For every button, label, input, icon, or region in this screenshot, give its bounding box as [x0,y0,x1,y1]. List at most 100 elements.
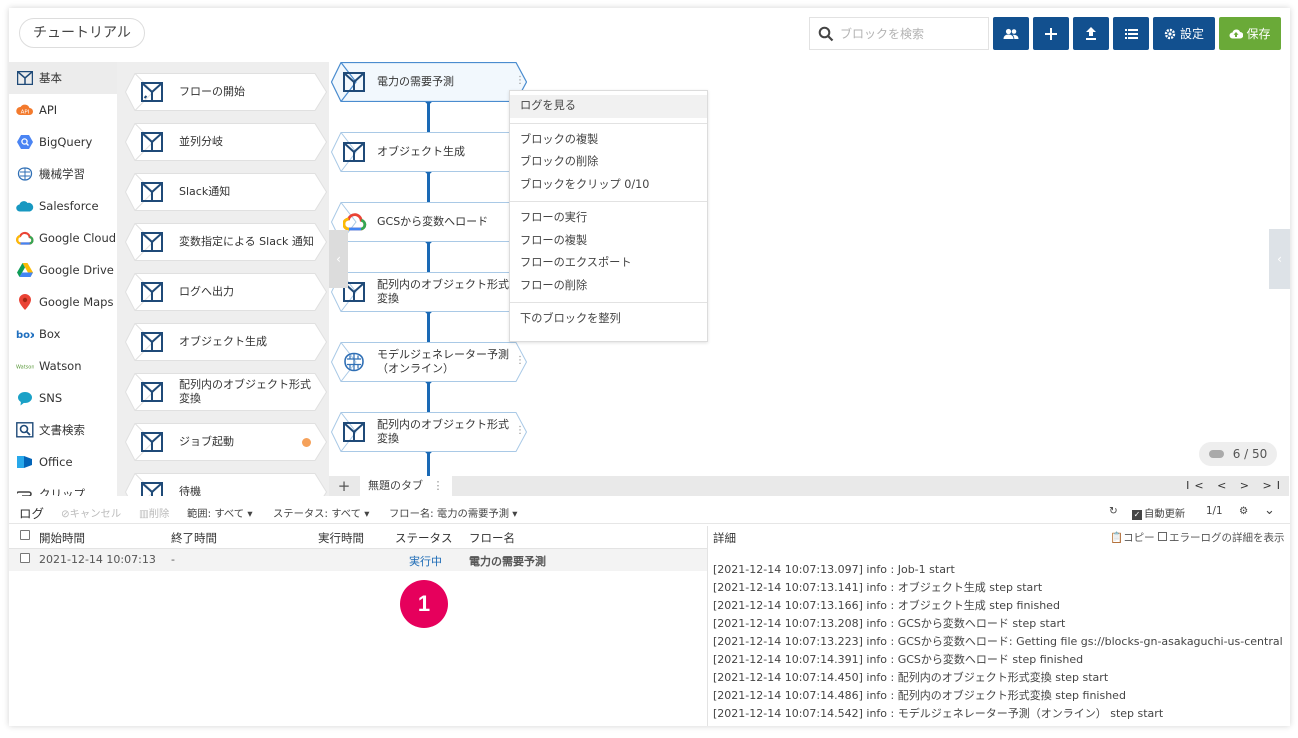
canvas-tab-bar: + 無題のタブ ⋮ I< < > >I [329,476,1289,496]
column-header-end[interactable]: 終了時間 [171,531,217,545]
flow-block[interactable]: GCSから変数へロード ⋮ [331,202,527,242]
menu-item-delete-flow[interactable]: フローの削除 [520,278,588,292]
share-users-button[interactable] [993,17,1029,50]
palette-block[interactable]: オブジェクト生成 [125,323,327,361]
column-header-duration[interactable]: 実行時間 [318,531,364,545]
category-sidebar: 基本 API API BigQuery 機械学習 Salesforce Goog… [9,62,117,496]
table-row[interactable]: 2021-12-14 10:07:13 - 実行中 電力の需要予測 [9,549,707,571]
menu-item-run-flow[interactable]: フローの実行 [520,211,588,224]
delete-button[interactable]: ▥削除 [139,505,169,520]
sidebar-item-ml[interactable]: 機械学習 [9,158,117,190]
show-error-detail-toggle[interactable]: エラーログの詳細を表示 [1158,530,1285,545]
gear-icon[interactable]: ⚙ [1239,505,1249,517]
status-filter[interactable]: ステータス: すべて ▾ [273,505,369,520]
flow-block-start[interactable]: 電力の需要予測 ⋮ [331,62,527,102]
sidebar-item-bigquery[interactable]: BigQuery [9,126,117,158]
clipboard-icon: 📋 [1110,532,1124,544]
block-search[interactable] [809,17,989,50]
palette-block[interactable]: Slack通知 [125,173,327,211]
flow-block[interactable]: オブジェクト生成 [331,132,527,172]
step-number-badge: 1 [400,580,448,628]
flow-connector [427,450,430,476]
sidebar-item-google-drive[interactable]: Google Drive [9,254,117,286]
flow-name-filter[interactable]: フロー名: 電力の需要予測 ▾ [389,505,517,520]
settings-button[interactable]: 設定 [1153,17,1215,50]
palette-block[interactable]: 待機 [125,473,327,496]
palette-block[interactable]: ジョブ起動 [125,423,327,461]
menu-item-duplicate-block[interactable]: ブロックの複製 [520,132,599,146]
sidebar-item-google-maps[interactable]: Google Maps [9,286,117,318]
palette-block[interactable]: 配列内のオブジェクト形式変換 [125,373,327,411]
menu-item-duplicate-flow[interactable]: フローの複製 [520,233,588,247]
sidebar-item-api[interactable]: API API [9,94,117,126]
flow-connector [427,380,430,412]
palette-block[interactable]: ログへ出力 [125,273,327,311]
sidebar-item-office[interactable]: Office [9,446,117,478]
auto-update-toggle[interactable]: ✓自動更新 [1132,505,1185,520]
more-vertical-icon[interactable]: ⋮ [515,75,525,86]
copy-button[interactable]: 📋コピー [1110,530,1155,545]
menu-item-export-flow[interactable]: フローのエクスポート [520,256,632,269]
log-detail-panel: 詳細 📋コピー エラーログの詳細を表示 [2021-12-14 10:07:13… [707,526,1290,726]
sidebar-item-document-search[interactable]: 文書検索 [9,414,117,446]
basic-block-icon [141,232,163,255]
sidebar-item-salesforce[interactable]: Salesforce [9,190,117,222]
sidebar-item-watson[interactable]: Watson Watson [9,350,117,382]
tab-navigation[interactable]: I< < > >I [1186,479,1285,492]
list-button[interactable] [1113,17,1149,50]
column-header-status[interactable]: ステータス [395,531,453,545]
add-button[interactable] [1033,17,1069,50]
sidebar-item-label: 機械学習 [39,167,85,181]
sidebar-item-clip[interactable]: クリップ [9,478,117,496]
save-button[interactable]: 保存 [1219,17,1281,50]
block-counter-value: 6 / 50 [1232,447,1268,461]
collapse-palette-handle[interactable]: ‹ [329,230,348,288]
flow-tab-name[interactable]: チュートリアル [19,18,145,48]
more-vertical-icon[interactable]: ⋮ [515,355,525,366]
sidebar-item-google-cloud[interactable]: Google Cloud [9,222,117,254]
chat-bubble-icon [16,390,34,406]
collapse-right-panel-handle[interactable]: ‹ [1269,229,1290,289]
refresh-icon[interactable]: ↻ [1109,505,1118,517]
palette-block[interactable]: フローの開始 [125,73,327,111]
sidebar-item-box[interactable]: box Box [9,318,117,350]
sidebar-item-label: Watson [39,359,82,373]
flow-block[interactable]: モデルジェネレーター予測（オンライン） ⋮ [331,342,527,382]
flow-block[interactable]: 配列内のオブジェクト形式変換 [331,272,527,312]
flow-canvas[interactable]: 電力の需要予測 ⋮ オブジェクト生成 GCSから変数へロード ⋮ 配列内のオブジ… [329,62,1289,476]
menu-item-align-below[interactable]: 下のブロックを整列 [520,312,621,325]
column-header-flow-name[interactable]: フロー名 [469,531,515,545]
palette-block[interactable]: 並列分岐 [125,123,327,161]
more-vertical-icon[interactable]: ⋮ [432,479,444,492]
palette-block-label: 並列分岐 [179,135,223,148]
log-table-header: 開始時間 終了時間 実行時間 ステータス フロー名 [9,526,707,549]
delete-label: 削除 [148,508,170,520]
flow-block[interactable]: 配列内のオブジェクト形式変換 ⋮ [331,412,527,452]
chevron-down-icon[interactable]: ⌄ [1264,503,1275,518]
sidebar-item-label: Salesforce [39,199,99,213]
menu-item-clip-block[interactable]: ブロックをクリップ 0/10 [520,177,650,191]
select-all-checkbox[interactable] [20,530,30,540]
sidebar-item-basic[interactable]: 基本 [9,62,117,94]
palette-block[interactable]: 変数指定による Slack 通知 [125,223,327,261]
add-tab-button[interactable]: + [337,477,351,495]
cell-status-running[interactable]: 実行中 [409,555,442,568]
range-filter[interactable]: 範囲: すべて ▾ [187,505,253,520]
map-pin-icon [16,294,34,310]
upload-icon [1086,27,1096,40]
log-line: [2021-12-14 10:07:14.542] info : モデルジェネレ… [713,707,1164,720]
upload-button[interactable] [1073,17,1109,50]
palette-block-label: フローの開始 [179,85,245,98]
canvas-tab[interactable]: 無題のタブ ⋮ [360,476,452,496]
basic-block-icon [141,432,163,455]
basic-block-icon [343,282,365,305]
column-header-start[interactable]: 開始時間 [39,531,85,545]
flow-connector [427,170,430,202]
search-input[interactable] [840,24,985,44]
sidebar-item-sns[interactable]: SNS [9,382,117,414]
cancel-button[interactable]: ⊘キャンセル [61,505,121,520]
menu-item-view-log[interactable]: ログを見る [510,95,707,118]
row-checkbox[interactable] [20,553,30,563]
menu-item-delete-block[interactable]: ブロックの削除 [520,155,599,168]
more-vertical-icon[interactable]: ⋮ [515,425,525,436]
